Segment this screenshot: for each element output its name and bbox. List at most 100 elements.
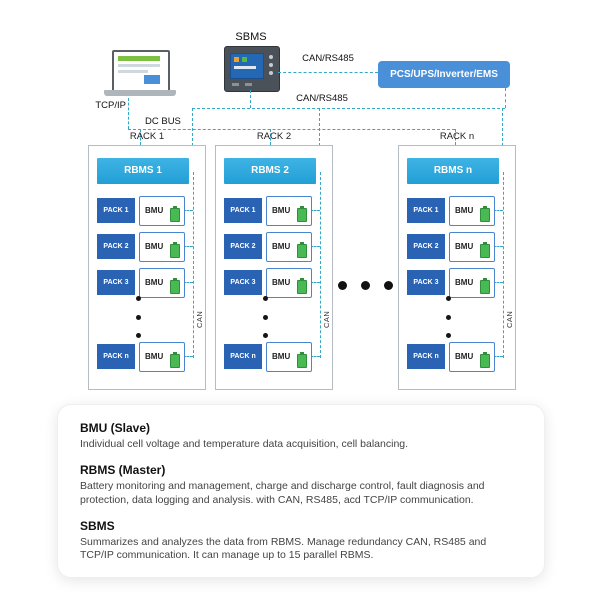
battery-icon bbox=[170, 206, 180, 222]
bmu-label: BMU bbox=[272, 278, 291, 287]
can-stub bbox=[493, 210, 503, 211]
pack-row: PACK 3 BMU bbox=[224, 268, 316, 298]
rbms-header: RBMS 1 bbox=[97, 158, 189, 184]
pack-label: PACK 1 bbox=[407, 198, 445, 223]
pack-label: PACK n bbox=[407, 344, 445, 369]
can-stub bbox=[493, 282, 503, 283]
legend-card: BMU (Slave) Individual cell voltage and … bbox=[57, 404, 545, 578]
rack-body: RBMS 2 PACK 1 BMU PACK 2 BMU bbox=[215, 145, 333, 390]
more-packs-ellipsis bbox=[260, 296, 270, 338]
pack-row: PACK 3 BMU bbox=[407, 268, 499, 298]
pack-label: PACK 3 bbox=[97, 270, 135, 295]
bmu-label: BMU bbox=[455, 352, 474, 361]
laptop-screen bbox=[112, 50, 170, 92]
can-stub bbox=[310, 210, 320, 211]
rack-label: RACK n bbox=[439, 131, 475, 142]
connector-dcbus-to-rackn bbox=[455, 129, 456, 145]
sbms-screen-bar bbox=[234, 66, 256, 69]
bmu-module: BMU bbox=[449, 268, 495, 298]
bmu-label: BMU bbox=[455, 278, 474, 287]
sbms-device-screen bbox=[230, 53, 264, 79]
more-packs-ellipsis bbox=[133, 296, 143, 338]
legend-section-bmu: BMU (Slave) Individual cell voltage and … bbox=[80, 421, 522, 452]
bmu-label: BMU bbox=[145, 206, 164, 215]
pack-label: PACK 1 bbox=[224, 198, 262, 223]
rbms-header: RBMS 2 bbox=[224, 158, 316, 184]
bmu-label: BMU bbox=[272, 352, 291, 361]
bmu-label: BMU bbox=[455, 242, 474, 251]
pack-label: PACK 1 bbox=[97, 198, 135, 223]
can-stub bbox=[310, 282, 320, 283]
sbms-device-icon bbox=[224, 46, 280, 92]
battery-icon bbox=[297, 242, 307, 258]
pack-row: PACK 1 BMU bbox=[407, 196, 499, 226]
legend-body: Battery monitoring and management, charg… bbox=[80, 479, 485, 506]
sbms-button bbox=[232, 83, 239, 86]
connector-dcbus-to-rack1 bbox=[140, 129, 141, 145]
can-stub bbox=[493, 356, 503, 357]
legend-body: Individual cell voltage and temperature … bbox=[80, 438, 409, 450]
more-racks-ellipsis bbox=[338, 281, 393, 290]
rack-label: RACK 1 bbox=[129, 131, 165, 142]
battery-icon bbox=[480, 242, 490, 258]
bmu-label: BMU bbox=[145, 278, 164, 287]
sbms-knob bbox=[269, 55, 273, 59]
rack-1: RACK 1 RBMS 1 PACK 1 BMU PACK 2 BMU bbox=[88, 131, 206, 390]
rack-n: RACK n RBMS n PACK 1 BMU PACK 2 BMU bbox=[398, 131, 516, 390]
laptop-base bbox=[104, 90, 176, 96]
battery-icon bbox=[297, 352, 307, 368]
rack-can-bus-line bbox=[503, 172, 504, 358]
battery-icon bbox=[480, 206, 490, 222]
connector-laptop-tcpip-drop bbox=[128, 98, 129, 129]
more-packs-ellipsis bbox=[443, 296, 453, 338]
can-stub bbox=[183, 210, 193, 211]
bmu-module: BMU bbox=[139, 196, 185, 226]
dc-bus-label: DC BUS bbox=[145, 116, 181, 127]
legend-section-sbms: SBMS Summarizes and analyzes the data fr… bbox=[80, 519, 522, 564]
pack-label: PACK n bbox=[224, 344, 262, 369]
pack-row: PACK n BMU bbox=[224, 342, 316, 372]
can-bus-label: CAN bbox=[505, 310, 514, 328]
laptop-screen-line bbox=[118, 64, 160, 67]
rack-can-bus-line bbox=[320, 172, 321, 358]
connector-bus-to-rackn bbox=[502, 108, 503, 171]
pack-row: PACK 1 BMU bbox=[97, 196, 189, 226]
legend-title: SBMS bbox=[80, 518, 115, 533]
can-rs485-bus-label: CAN/RS485 bbox=[296, 93, 348, 104]
pack-row: PACK 2 BMU bbox=[407, 232, 499, 262]
bmu-module: BMU bbox=[266, 196, 312, 226]
sbms-knob bbox=[269, 63, 273, 67]
rack-body: RBMS 1 PACK 1 BMU PACK 2 BMU bbox=[88, 145, 206, 390]
bmu-label: BMU bbox=[145, 352, 164, 361]
pack-label: PACK 2 bbox=[407, 234, 445, 259]
can-bus-label: CAN bbox=[322, 310, 331, 328]
pack-label: PACK 3 bbox=[407, 270, 445, 295]
laptop-icon bbox=[104, 50, 176, 98]
pack-row: PACK 2 BMU bbox=[97, 232, 189, 262]
can-rs485-top-label: CAN/RS485 bbox=[302, 53, 354, 64]
can-stub bbox=[183, 246, 193, 247]
bmu-module: BMU bbox=[449, 232, 495, 262]
connector-can-rs485-bus bbox=[192, 108, 505, 109]
pack-label: PACK 2 bbox=[97, 234, 135, 259]
rack-body: RBMS n PACK 1 BMU PACK 2 BMU bbox=[398, 145, 516, 390]
can-stub bbox=[310, 246, 320, 247]
bmu-label: BMU bbox=[145, 242, 164, 251]
connector-dcbus-to-rack2 bbox=[270, 129, 271, 145]
pack-row: PACK 2 BMU bbox=[224, 232, 316, 262]
laptop-screen-line bbox=[118, 70, 148, 73]
sbms-screen-block bbox=[234, 57, 239, 62]
pack-label: PACK n bbox=[97, 344, 135, 369]
legend-title: RBMS (Master) bbox=[80, 462, 166, 477]
battery-icon bbox=[170, 352, 180, 368]
battery-icon bbox=[170, 278, 180, 294]
pack-row: PACK n BMU bbox=[97, 342, 189, 372]
legend-section-rbms: RBMS (Master) Battery monitoring and man… bbox=[80, 463, 522, 508]
bmu-label: BMU bbox=[272, 206, 291, 215]
pack-label: PACK 2 bbox=[224, 234, 262, 259]
connector-sbms-drop bbox=[250, 90, 251, 108]
connector-pcs-drop bbox=[505, 88, 506, 108]
pack-row: PACK n BMU bbox=[407, 342, 499, 372]
bmu-module: BMU bbox=[139, 232, 185, 262]
